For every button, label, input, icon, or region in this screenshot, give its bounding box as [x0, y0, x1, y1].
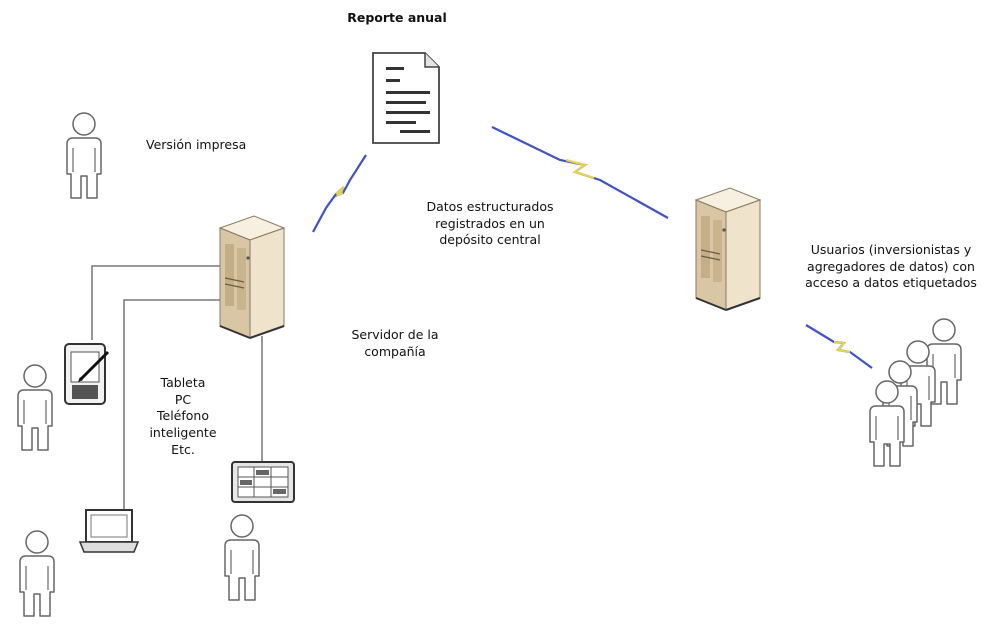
wireless-link-icon	[312, 154, 367, 233]
diagram-title: Reporte anual	[347, 10, 447, 25]
wireless-link-icon	[805, 324, 873, 369]
tablet-icon	[231, 461, 295, 503]
devices-label: Tableta PC Teléfono inteligente Etc.	[149, 375, 217, 457]
document-icon	[372, 52, 440, 144]
wired-connectors	[91, 265, 263, 510]
wireless-link-icon	[491, 126, 669, 219]
server-icon	[219, 215, 285, 339]
connector-to-pda	[91, 265, 232, 340]
structured-data-label: Datos estructurados registrados en un de…	[426, 199, 554, 248]
users-label: Usuarios (inversionistas y agregadores d…	[805, 242, 977, 291]
connector-to-laptop	[123, 299, 232, 510]
pda-icon	[64, 343, 110, 405]
person-icon	[66, 112, 102, 199]
laptop-icon	[78, 509, 140, 553]
server-icon	[695, 187, 761, 311]
person-icon	[19, 530, 55, 617]
company-server-label: Servidor de la compañía	[351, 327, 439, 359]
person-icon	[224, 514, 260, 601]
printed-version-label: Versión impresa	[146, 137, 247, 152]
person-icon	[17, 364, 53, 451]
